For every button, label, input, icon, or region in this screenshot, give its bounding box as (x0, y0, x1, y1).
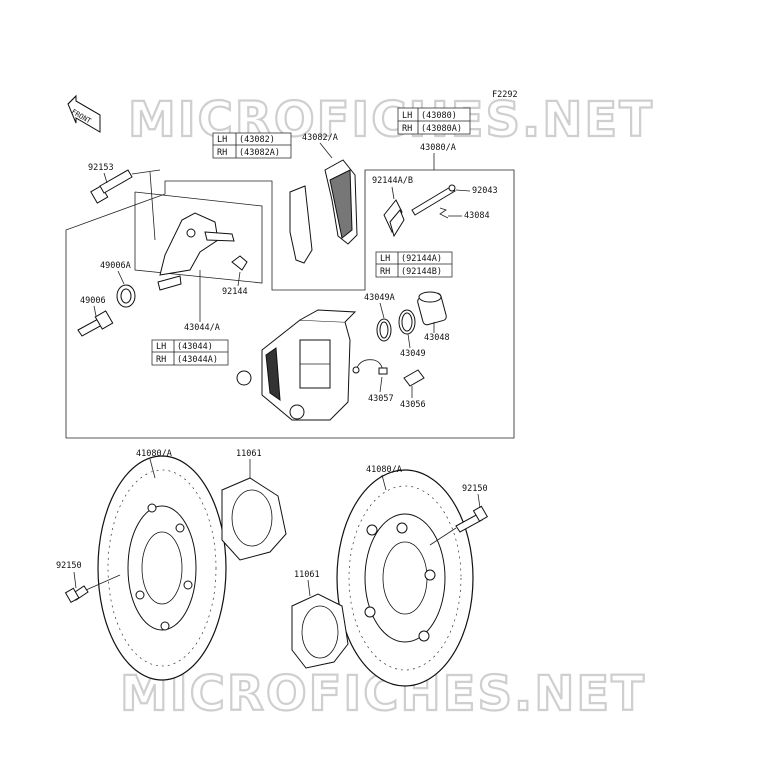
caliper-body-icon (236, 309, 357, 421)
label-43082A: 43082/A (302, 133, 338, 143)
label-43080A: 43080/A (420, 143, 456, 153)
pin-92043-icon (411, 184, 456, 216)
table-43080: LH (43080) RH (43080A) (397, 107, 471, 135)
t43082-lh: LH (217, 135, 227, 145)
t92144-rh-code: (92144B) (401, 267, 442, 277)
bracket-group-box (134, 191, 263, 284)
table-43082: LH (43082) RH (43082A) (212, 132, 292, 159)
label-49006: 49006 (80, 296, 106, 306)
clip-43084-icon (439, 207, 449, 219)
label-43049A: 43049A (364, 293, 395, 303)
bolt-92150-right-icon (455, 505, 489, 533)
label-92150-left: 92150 (56, 561, 82, 571)
t43082-lh-code: (43082) (239, 135, 275, 145)
label-92150-right: 92150 (462, 484, 488, 494)
t43044-lh: LH (156, 342, 166, 352)
brake-disc-left-icon (97, 455, 227, 681)
label-11061-bottom: 11061 (294, 570, 320, 580)
pipe-43057-icon (352, 359, 388, 375)
diagram-code: F2292 (492, 90, 518, 100)
label-92153: 92153 (88, 163, 114, 173)
bracket-43044-icon (157, 212, 235, 291)
t43080-lh-code: (43080) (421, 111, 457, 121)
t43044-lh-code: (43044) (177, 342, 213, 352)
table-92144: LH (92144A) RH (92144B) (375, 251, 453, 278)
t43044-rh-code: (43044A) (177, 355, 218, 365)
boot-49006A-icon (116, 284, 136, 308)
shim-11061-bottom-icon (291, 593, 349, 669)
seal-43049-icon (398, 309, 416, 335)
pin-49006-icon (77, 310, 114, 337)
brake-disc-right-icon (336, 469, 474, 687)
label-43049: 43049 (400, 349, 426, 359)
label-92144AB: 92144A/B (372, 176, 413, 186)
t43082-rh-code: (43082A) (239, 148, 280, 158)
label-92043: 92043 (472, 186, 498, 196)
bolt-92153-icon (90, 169, 133, 204)
watermark-top: MICROFICHES.NET (128, 92, 654, 148)
label-41080A-right: 41080/A (366, 465, 402, 475)
bleeder-43056-icon (403, 369, 425, 387)
brake-pads-43082-icon (289, 159, 358, 264)
label-11061-top: 11061 (236, 449, 262, 459)
label-43044A: 43044/A (184, 323, 220, 333)
label-92144: 92144 (222, 287, 248, 297)
shim-92144AB-icon (383, 199, 405, 238)
t92144-lh-code: (92144A) (401, 254, 442, 264)
label-43056: 43056 (400, 400, 426, 410)
piston-43048-icon (417, 291, 447, 326)
label-49006A: 49006A (100, 261, 131, 271)
t43044-rh: RH (156, 355, 166, 365)
clip-92144-icon (231, 255, 248, 271)
t43082-rh: RH (217, 148, 227, 158)
caliper-group-box (65, 169, 515, 439)
front-arrow-icon: FRONT (67, 94, 101, 133)
t43080-rh-code: (43080A) (421, 124, 462, 134)
label-41080A-left: 41080/A (136, 449, 172, 459)
label-43048: 43048 (424, 333, 450, 343)
t92144-lh: LH (380, 254, 390, 264)
bolt-92150-left-icon (64, 585, 89, 604)
label-43084: 43084 (464, 211, 490, 221)
seal-43049A-icon (376, 318, 392, 342)
label-43057: 43057 (368, 394, 394, 404)
table-43044: LH (43044) RH (43044A) (151, 339, 229, 366)
t43080-rh: RH (402, 124, 412, 134)
shim-11061-top-icon (221, 477, 287, 561)
t92144-rh: RH (380, 267, 390, 277)
t43080-lh: LH (402, 111, 412, 121)
